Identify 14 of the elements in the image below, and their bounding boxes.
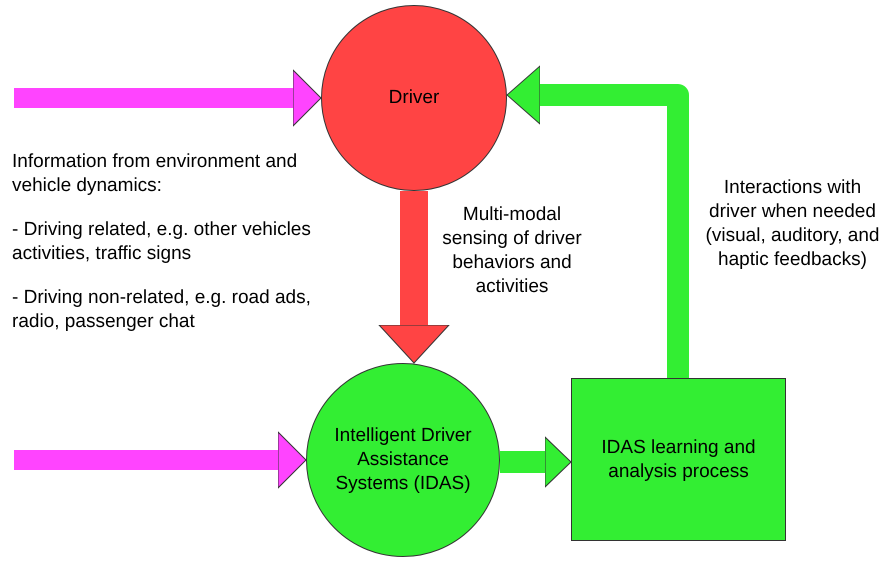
block-arrow — [378, 191, 450, 364]
process-box — [571, 378, 786, 541]
note-text: - Driving related, e.g. other vehicles activities, traffic signs — [12, 218, 312, 266]
block-arrow — [500, 436, 572, 488]
node-label: Intelligent Driver Assistance Systems (IDAS) — [333, 424, 473, 496]
edge-label: Multi-modal sensing of driver behaviors and activities — [441, 203, 583, 299]
note-text: - Driving non-related, e.g. road ads, radio, passenger chat — [12, 286, 312, 334]
block-arrow — [14, 70, 322, 126]
node-label: Driver — [388, 86, 440, 110]
block-arrow — [506, 66, 689, 378]
edge-label: Interactions with driver when needed (visual, auditory, and haptic feedbacks) — [704, 176, 880, 272]
node-label: IDAS learning and analysis process — [600, 436, 757, 484]
note-text: Information from environment and vehicle dynamics: — [12, 150, 298, 198]
block-arrow — [14, 432, 306, 488]
